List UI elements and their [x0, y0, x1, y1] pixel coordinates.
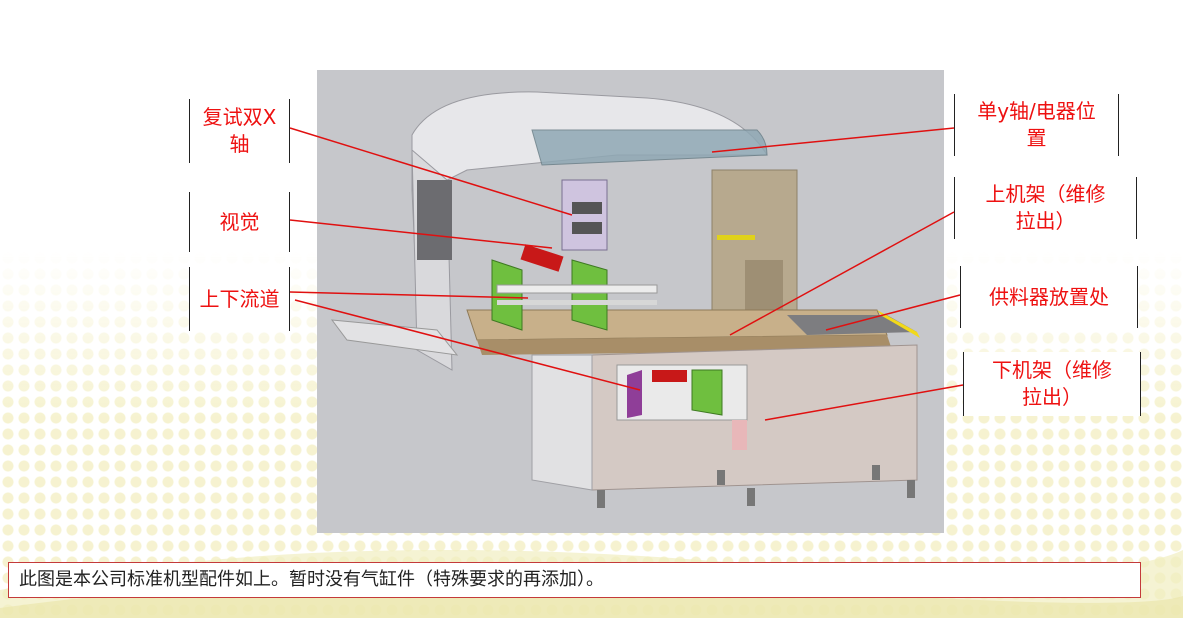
label-upper-lower-flow: 上下流道	[189, 267, 290, 331]
label-vision-text: 视觉	[219, 209, 260, 234]
label-lower-frame: 下机架（维修拉出）	[963, 352, 1141, 416]
machine-3d-view	[317, 70, 944, 533]
caption-text: 此图是本公司标准机型配件如上。暂时没有气缸件（特殊要求的再添加）。	[19, 569, 604, 590]
label-vision: 视觉	[189, 192, 290, 252]
label-dual-x-axis: 复试双X轴	[189, 99, 290, 163]
caption-box: 此图是本公司标准机型配件如上。暂时没有气缸件（特殊要求的再添加）。	[8, 562, 1141, 598]
label-upper-lower-flow-text: 上下流道	[199, 286, 280, 311]
label-lower-frame-text: 下机架（维修拉出）	[992, 358, 1112, 409]
machine-drawing	[330, 91, 920, 508]
label-single-y-axis-text: 单y轴/电器位置	[977, 99, 1096, 150]
label-single-y-axis: 单y轴/电器位置	[954, 94, 1119, 156]
label-dual-x-axis-text: 复试双X轴	[202, 105, 277, 156]
label-feeder-place-text: 供料器放置处	[989, 284, 1109, 309]
label-feeder-place: 供料器放置处	[960, 266, 1138, 328]
label-upper-frame: 上机架（维修拉出）	[954, 177, 1137, 239]
label-upper-frame-text: 上机架（维修拉出）	[985, 182, 1106, 233]
